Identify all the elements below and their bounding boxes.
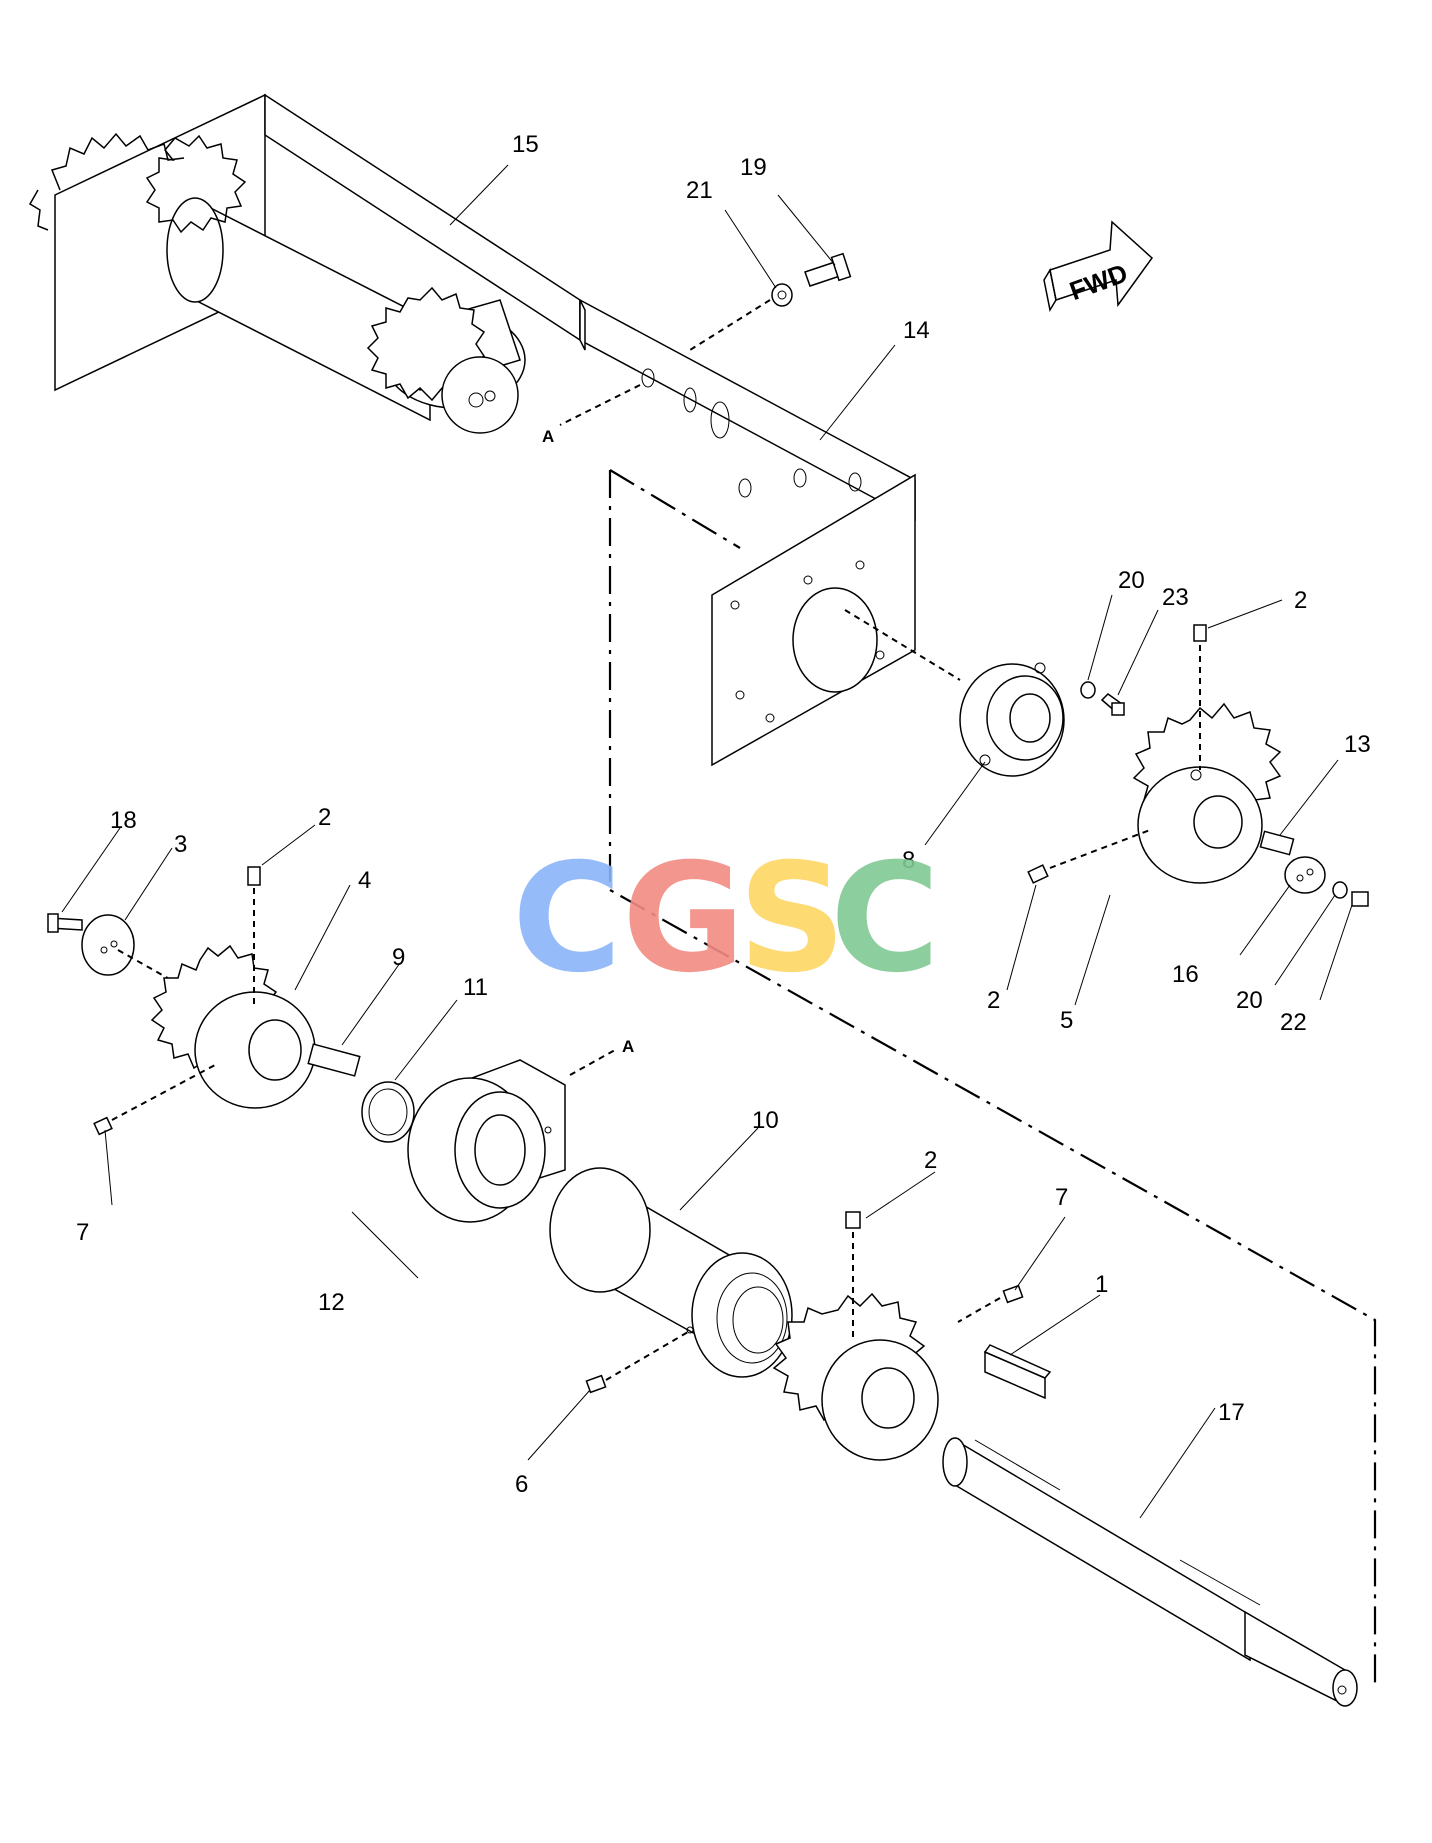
lock-nut-20-lower (1332, 881, 1348, 899)
reference-mark-a-lower: A (622, 1037, 634, 1056)
callout-4: 4 (358, 867, 371, 894)
bearing-housing-12 (407, 1059, 566, 1223)
callout-23: 23 (1162, 584, 1189, 611)
set-screw-6 (585, 1374, 607, 1394)
bolt-19 (804, 252, 852, 287)
callout-5: 5 (1060, 1007, 1073, 1034)
callout-17: 17 (1218, 1399, 1245, 1426)
set-screw-7-b (1002, 1284, 1024, 1304)
shaft-17 (942, 1437, 1358, 1707)
callout-2: 2 (1294, 587, 1307, 614)
callout-2-center: 2 (924, 1147, 937, 1174)
callout-6: 6 (515, 1471, 528, 1498)
svg-text:G: G (622, 832, 745, 1006)
washer-21 (771, 283, 793, 307)
retainer-plate-3 (81, 914, 135, 976)
callout-18: 18 (110, 807, 137, 834)
set-screw-2-b (1027, 864, 1049, 884)
cgsc-watermark-logo: C G S C (512, 832, 940, 1006)
callout-7-center: 7 (1055, 1184, 1068, 1211)
callout-labels: 15 19 21 14 20 23 2 13 8 18 3 2 4 9 11 1… (76, 131, 1371, 1498)
bolt-23 (1100, 693, 1125, 716)
set-screw-2-c (247, 866, 261, 886)
retainer-16 (1284, 856, 1326, 894)
callout-22: 22 (1280, 1009, 1307, 1036)
callout-13: 13 (1344, 731, 1371, 758)
flange-bearing-8 (959, 662, 1065, 777)
frame-weldment (579, 298, 916, 767)
callout-2-right: 2 (987, 987, 1000, 1014)
callout-12: 12 (318, 1289, 345, 1316)
callout-20: 20 (1118, 567, 1145, 594)
callout-21: 21 (686, 177, 713, 204)
callout-10: 10 (752, 1107, 779, 1134)
callout-14: 14 (903, 317, 930, 344)
assembly-centerline (608, 470, 1377, 1690)
callout-8: 8 (902, 847, 915, 874)
leader-lines (61, 164, 1353, 1519)
spacer-tube-10 (549, 1167, 793, 1378)
callout-9: 9 (392, 944, 405, 971)
callout-2-left: 2 (318, 804, 331, 831)
sprocket-4 (150, 944, 316, 1109)
set-screw-2-a (1193, 624, 1207, 642)
reference-mark-a-upper: A (542, 427, 554, 446)
callout-15: 15 (512, 131, 539, 158)
callout-3: 3 (174, 831, 187, 858)
lock-nut-20-upper (1080, 681, 1096, 699)
callout-1: 1 (1095, 1271, 1108, 1298)
callout-19: 19 (740, 154, 767, 181)
callout-7-left: 7 (76, 1219, 89, 1246)
callout-11: 11 (463, 974, 488, 1001)
sprocket-center (772, 1292, 939, 1461)
forward-direction-arrow: FWD (1043, 220, 1154, 313)
key-9 (307, 1043, 361, 1077)
svg-text:C: C (830, 832, 940, 1006)
svg-text:C: C (512, 832, 622, 1006)
callout-20-lower: 20 (1236, 987, 1263, 1014)
set-screw-2-d (845, 1211, 861, 1229)
set-screw-7-a (93, 1116, 113, 1136)
callout-16: 16 (1172, 961, 1199, 988)
drive-shaft-assembly (28, 93, 581, 434)
svg-text:S: S (738, 832, 846, 1006)
ring-11 (361, 1081, 415, 1143)
bolt-22 (1351, 891, 1369, 907)
key-13 (1259, 830, 1295, 856)
sprocket-5 (1132, 702, 1282, 884)
